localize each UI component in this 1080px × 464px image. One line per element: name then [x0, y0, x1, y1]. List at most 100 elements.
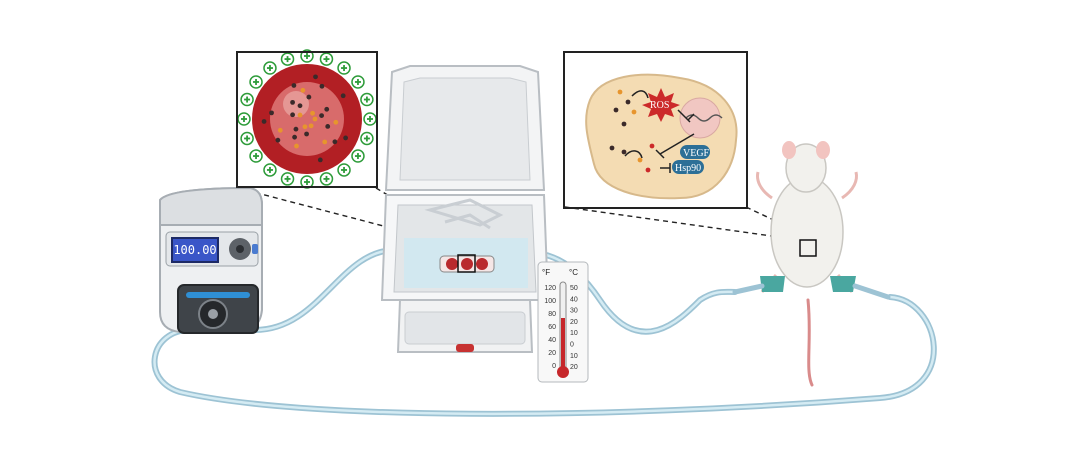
positive-charge-icon [249, 75, 263, 89]
payload-dot [291, 83, 297, 88]
payload-dot [322, 139, 328, 145]
positive-charge-icon [249, 149, 263, 163]
payload-dot [304, 131, 309, 137]
payload-dot [333, 119, 339, 125]
payload-dot [343, 135, 349, 141]
positive-charge-icon [240, 92, 254, 107]
payload-dot [292, 134, 297, 140]
fahrenheit-tick-label: 0 [552, 363, 556, 370]
nanoparticle-inset-frame [236, 51, 378, 188]
cell-particle-dot [609, 145, 615, 151]
fahrenheit-tick-label: 100 [544, 298, 556, 305]
fahrenheit-tick-label: 80 [548, 311, 556, 318]
celsius-tick-label: 50 [570, 285, 578, 292]
positive-charge-icon [360, 131, 374, 146]
celsius-tick-label: 10 [570, 330, 578, 337]
payload-dot [319, 113, 325, 118]
celsius-tick-label: 0 [570, 342, 574, 349]
ros-label: ROS [650, 100, 669, 111]
pump-display: 100.00 [171, 237, 219, 263]
cell-inset: ROS VEGF Hsp90 [585, 73, 738, 200]
payload-dot [294, 143, 299, 149]
payload-dot [324, 106, 330, 112]
positive-charge-icon [280, 172, 295, 186]
payload-dot [297, 112, 303, 118]
hsp90-label: Hsp90 [675, 163, 701, 174]
celsius-tick-label: 30 [570, 308, 578, 315]
cell-particle-dot [621, 121, 627, 127]
vegf-badge [680, 145, 710, 159]
cell-particle-dot [649, 143, 655, 149]
positive-charge-icon [263, 163, 277, 177]
payload-dot [261, 119, 267, 124]
chamber-indicator [456, 344, 474, 352]
rat-head [785, 143, 827, 193]
fahrenheit-tick-label: 20 [548, 350, 556, 357]
positive-charge-icon [319, 52, 334, 66]
zoom-box-tissue [457, 254, 476, 273]
positive-charge-icon [300, 49, 314, 63]
payload-dot [269, 110, 274, 116]
payload-dot [340, 93, 346, 99]
cell-particle-dot [621, 149, 627, 155]
fahrenheit-tick-label: 60 [548, 324, 556, 331]
rat-tail [806, 298, 814, 387]
payload-dot [313, 74, 318, 80]
rat [732, 141, 891, 387]
payload-dot [312, 116, 318, 122]
positive-charge-icon [360, 92, 374, 107]
payload-dot [297, 103, 303, 109]
cell-particle-dot [617, 89, 623, 95]
cell-particle-dot [613, 107, 619, 113]
positive-charge-icon [240, 131, 254, 146]
positive-charge-icon [351, 149, 365, 163]
rat-zoom-box [799, 239, 817, 257]
positive-charge-icon [237, 112, 251, 126]
payload-dot [319, 83, 325, 89]
positive-charge-icon [280, 52, 295, 66]
payload-dot [332, 139, 338, 145]
cell-particle-dot [625, 99, 631, 105]
positive-charge-icon [263, 61, 277, 75]
tissue-chamber [439, 254, 495, 273]
payload-dot [325, 123, 331, 129]
payload-dot [290, 112, 296, 118]
payload-dot [302, 124, 308, 130]
cannula-cuffs [760, 276, 856, 292]
cell-particle-dot [637, 157, 643, 163]
fahrenheit-tick-label: 120 [544, 285, 556, 292]
cell-particle-dot [645, 167, 651, 173]
payload-dot [277, 127, 283, 133]
celsius-ticks: 50 40 30 20 10 0 10 20 [570, 285, 578, 371]
ros-burst-icon [642, 88, 680, 122]
vegf-label: VEGF [683, 148, 710, 159]
nanoparticle-inset [237, 49, 377, 189]
payload-dot [275, 137, 281, 143]
cell-nucleus [679, 97, 721, 139]
fahrenheit-unit: °F [542, 268, 550, 277]
payload-dot [300, 87, 306, 93]
fahrenheit-ticks: 120 100 80 60 40 20 0 [544, 285, 556, 370]
incubation-chamber [380, 65, 550, 353]
positive-charge-icon [351, 75, 365, 89]
celsius-tick-label: 40 [570, 296, 578, 303]
celsius-tick-label: 20 [570, 319, 578, 326]
cell-particle-dot [631, 109, 637, 115]
leader-cell-1 [564, 206, 801, 241]
positive-charge-icon [337, 61, 351, 75]
celsius-unit: °C [569, 268, 578, 277]
payload-dot [317, 157, 323, 163]
celsius-tick-label: 10 [570, 353, 578, 360]
payload-dot [306, 94, 312, 100]
payload-dot [293, 126, 299, 132]
payload-dot [310, 110, 315, 116]
positive-charge-icon [300, 175, 314, 189]
hsp90-badge [672, 160, 704, 174]
rat-body [770, 176, 844, 288]
fahrenheit-tick-label: 40 [548, 337, 556, 344]
payload-dot [290, 99, 295, 105]
payload-dot [308, 123, 314, 129]
celsius-tick-label: 20 [570, 364, 578, 371]
